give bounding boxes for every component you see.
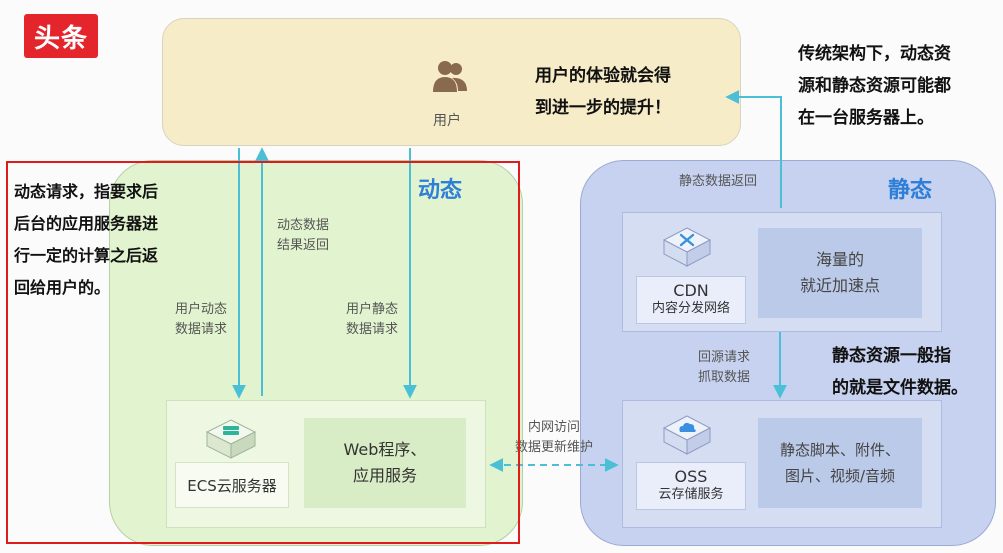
dynamic-return-label: 动态数据 结果返回 — [268, 216, 338, 256]
dynamic-request-line2: 数据请求 — [174, 322, 227, 337]
oss-card: OSS 云存储服务 — [636, 462, 746, 510]
static-title: 静态 — [888, 178, 933, 203]
static-request-line2: 数据请求 — [345, 322, 398, 337]
architecture-note-line3: 在一台服务器上。 — [798, 108, 934, 128]
cdn-name: CDN — [673, 281, 709, 300]
origin-fetch-line2: 抓取数据 — [697, 370, 750, 385]
architecture-note-line1: 传统架构下，动态资 — [798, 44, 951, 64]
intranet-line2: 数据更新维护 — [514, 440, 593, 455]
static-request-label: 用户静态 数据请求 — [336, 300, 408, 340]
static-note-line2: 的就是文件数据。 — [832, 378, 968, 398]
static-return-label: 静态数据返回 — [678, 174, 757, 189]
dynamic-title: 动态 — [418, 178, 463, 203]
oss-name: OSS — [674, 467, 708, 486]
users-icon — [432, 58, 468, 102]
origin-fetch-line1: 回源请求 — [697, 350, 750, 365]
cdn-edge-card: 海量的 就近加速点 — [758, 228, 922, 318]
oss-content-line2: 图片、视频/音频 — [784, 467, 896, 485]
oss-content-line1: 静态脚本、附件、 — [779, 441, 900, 459]
cdn-edge-line1: 海量的 — [815, 250, 864, 269]
web-app-line1: Web程序、 — [343, 440, 427, 459]
user-label: 用户 — [433, 113, 461, 129]
dynamic-request-label: 用户动态 数据请求 — [165, 300, 237, 340]
dynamic-note-line4: 回给用户的。 — [14, 278, 111, 297]
highlight-frame — [6, 161, 520, 544]
web-app-line2: 应用服务 — [352, 466, 417, 485]
oss-cloud-icon — [662, 414, 712, 460]
user-experience-text: 用户的体验就会得 到进一步的提升！ — [535, 60, 715, 124]
toutiao-logo: 头条 — [24, 14, 98, 58]
dynamic-note-line2: 后台的应用服务器进 — [14, 214, 159, 233]
dynamic-note-line1: 动态请求，指要求后 — [14, 182, 159, 201]
web-app-card: Web程序、 应用服务 — [304, 418, 466, 508]
cdn-desc: 内容分发网络 — [651, 301, 730, 316]
origin-fetch-label: 回源请求 抓取数据 — [688, 348, 760, 388]
user-experience-line2: 到进一步的提升！ — [535, 98, 671, 118]
user-experience-line1: 用户的体验就会得 — [535, 66, 671, 86]
static-note: 静态资源一般指 的就是文件数据。 — [832, 340, 997, 404]
cdn-icon — [662, 226, 712, 272]
intranet-label: 内网访问 数据更新维护 — [502, 418, 606, 458]
dynamic-note: 动态请求，指要求后 后台的应用服务器进 行一定的计算之后返 回给用户的。 — [14, 176, 214, 304]
static-return-arrow — [725, 90, 782, 208]
intranet-line1: 内网访问 — [527, 420, 580, 435]
static-request-line1: 用户静态 — [345, 302, 398, 317]
cdn-card: CDN 内容分发网络 — [636, 276, 746, 324]
dynamic-request-line1: 用户动态 — [174, 302, 227, 317]
dynamic-note-line3: 行一定的计算之后返 — [14, 246, 159, 265]
ecs-server-icon — [205, 418, 257, 464]
dynamic-return-line2: 结果返回 — [276, 238, 329, 253]
oss-desc: 云存储服务 — [658, 487, 724, 502]
ecs-card: ECS云服务器 — [175, 462, 289, 508]
architecture-note: 传统架构下，动态资 源和静态资源可能都 在一台服务器上。 — [798, 38, 998, 134]
static-note-line1: 静态资源一般指 — [832, 346, 951, 366]
dynamic-return-line1: 动态数据 — [276, 218, 329, 233]
cdn-edge-line2: 就近加速点 — [799, 276, 880, 295]
architecture-note-line2: 源和静态资源可能都 — [798, 76, 951, 96]
oss-content-card: 静态脚本、附件、 图片、视频/音频 — [758, 418, 922, 508]
